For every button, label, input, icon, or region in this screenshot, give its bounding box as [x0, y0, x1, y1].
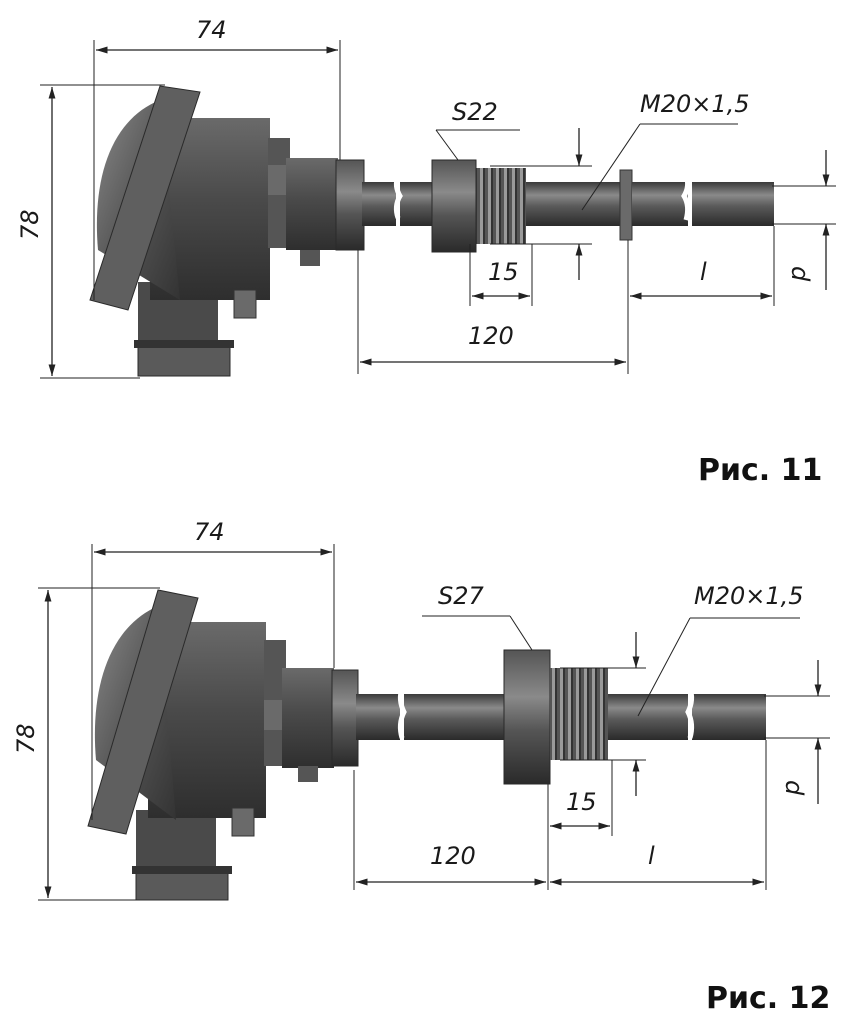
housing-lug — [233, 289, 257, 319]
tube-segment-2 — [404, 694, 504, 740]
gland-body — [136, 810, 216, 870]
hex-nut — [431, 159, 477, 253]
dim-head-width: 74 — [196, 16, 227, 44]
gland-nut — [135, 871, 229, 901]
dim-height: 78 — [16, 209, 44, 240]
dim-thread: M20×1,5 — [694, 582, 804, 610]
dim-hex: S22 — [452, 98, 498, 126]
housing-body — [150, 118, 270, 300]
tube-segment-3 — [608, 694, 688, 740]
dim-diameter: d — [786, 266, 814, 282]
neck-nut — [331, 669, 359, 767]
dimensions-fig11: 74 78 S22 M20×1,5 15 — [16, 16, 836, 379]
dim-diameter: d — [780, 780, 808, 796]
sensor-tube — [356, 649, 766, 785]
neck-nut — [335, 159, 365, 251]
flange — [619, 169, 633, 241]
dim-height: 78 — [12, 723, 40, 754]
tube-segment-1 — [362, 182, 396, 226]
thread-section — [476, 168, 526, 244]
dim-thread-length: 15 — [488, 258, 519, 286]
housing-body — [148, 622, 266, 818]
gland-ring — [132, 866, 232, 874]
thread-section — [550, 668, 608, 760]
tube-segment-2 — [400, 182, 434, 226]
sensor-tube — [362, 159, 774, 253]
tube-tip — [692, 694, 766, 740]
figure-caption: Рис. 12 — [706, 981, 830, 1016]
figure-caption: Рис. 11 — [698, 453, 822, 488]
figure-12: 74 78 S27 M20×1,5 15 12 — [12, 518, 830, 1016]
gland-ring — [134, 340, 234, 348]
dim-hex: S27 — [438, 582, 485, 610]
neck — [282, 668, 334, 768]
dim-head-width: 74 — [194, 518, 225, 546]
hex-nut — [503, 649, 551, 785]
housing-lug — [231, 807, 255, 837]
housing-lid — [89, 85, 201, 311]
gland-nut — [137, 345, 231, 377]
screw — [300, 250, 320, 266]
housing-lid — [87, 589, 199, 835]
tube-segment-1 — [356, 694, 400, 740]
dim-length-var: l — [700, 258, 707, 286]
terminal-head — [87, 589, 359, 901]
neck — [286, 158, 338, 250]
tube-tip — [692, 182, 774, 226]
dim-length-var: l — [648, 842, 655, 870]
screw — [298, 766, 318, 782]
dim-thread-length: 15 — [566, 788, 597, 816]
dim-length-fixed: 120 — [468, 322, 514, 350]
terminal-head — [89, 85, 365, 377]
dim-length-fixed: 120 — [430, 842, 476, 870]
tube-segment-4 — [632, 182, 688, 226]
dim-thread: M20×1,5 — [640, 90, 750, 118]
figure-11: 74 78 S22 M20×1,5 15 — [16, 16, 836, 488]
dimensions-fig12: 74 78 S27 M20×1,5 15 12 — [12, 518, 830, 901]
tube-segment-3 — [526, 182, 626, 226]
